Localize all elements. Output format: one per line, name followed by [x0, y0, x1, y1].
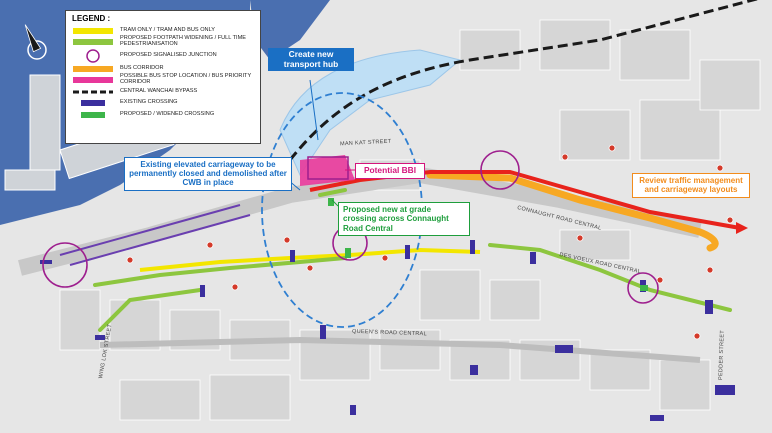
callout-leaders-green — [331, 199, 339, 207]
bus-corridor — [426, 171, 719, 252]
queens-road — [99, 336, 701, 363]
signalised-junctions — [42, 150, 659, 304]
red-route — [309, 170, 741, 230]
map-legend: LEGEND : TRAM ONLY / TRAM AND BUS ONLY P… — [65, 10, 261, 144]
bus-stop-markers — [126, 144, 734, 340]
legend-label: BUS CORRIDOR — [120, 64, 164, 71]
proposed-crossings — [328, 198, 648, 291]
tram-line — [139, 247, 481, 272]
bus-stop-swatch-icon — [72, 75, 114, 85]
callout-elevated-carriageway: Existing elevated carriageway to be perm… — [124, 157, 292, 191]
existing-crossing-swatch-icon — [72, 98, 114, 108]
harbour-water-2 — [250, 0, 330, 60]
footpath-swatch-icon — [72, 37, 114, 47]
bus-priority — [59, 204, 251, 266]
bypass-swatch-icon — [72, 87, 114, 97]
legend-label: TRAM ONLY / TRAM AND BUS ONLY — [120, 26, 216, 33]
legend-row-tram: TRAM ONLY / TRAM AND BUS ONLY — [72, 25, 254, 37]
legend-row-footpath: PROPOSED FOOTPATH WIDENING / FULL TIME P… — [72, 35, 254, 49]
legend-title: LEGEND : — [72, 14, 111, 23]
callout-grade-crossing: Proposed new at grade crossing across Co… — [338, 202, 470, 237]
north-arrow-icon — [24, 24, 47, 60]
proposed-crossing-swatch-icon — [72, 110, 114, 120]
bypass-line — [288, 0, 759, 161]
callout-transport-hub: Create new transport hub — [268, 48, 354, 72]
legend-label: CENTRAL WANCHAI BYPASS — [120, 87, 198, 94]
junction-circle-icon — [72, 48, 114, 63]
legend-row-junction: PROPOSED SIGNALISED JUNCTION — [72, 48, 254, 63]
legend-label: PROPOSED / WIDENED CROSSING — [120, 110, 215, 117]
bus-corridor-swatch-icon — [72, 64, 114, 74]
tram-swatch-icon — [72, 26, 114, 36]
bbi-box — [307, 156, 349, 180]
legend-row-proposed-crossing: PROPOSED / WIDENED CROSSING — [72, 109, 254, 121]
red-route-arrow — [736, 222, 748, 234]
footpath-widening — [93, 188, 732, 332]
legend-row-existing-crossing: EXISTING CROSSING — [72, 98, 254, 110]
legend-label: PROPOSED FOOTPATH WIDENING / FULL TIME P… — [120, 35, 246, 48]
legend-label: EXISTING CROSSING — [120, 99, 178, 106]
callout-potential-bbi: Potential BBI — [355, 163, 425, 179]
legend-row-bypass: CENTRAL WANCHAI BYPASS — [72, 86, 254, 98]
legend-label: POSSIBLE BUS STOP LOCATION / BUS PRIORIT… — [120, 73, 252, 86]
callout-review-traffic: Review traffic management and carriagewa… — [632, 173, 750, 198]
connaught-road — [18, 166, 702, 276]
legend-row-bus-corridor: BUS CORRIDOR — [72, 63, 254, 75]
legend-row-bus-stop: POSSIBLE BUS STOP LOCATION / BUS PRIORIT… — [72, 73, 254, 87]
existing-crossings — [40, 240, 735, 421]
hub-area — [279, 49, 462, 177]
legend-label: PROPOSED SIGNALISED JUNCTION — [120, 51, 217, 58]
